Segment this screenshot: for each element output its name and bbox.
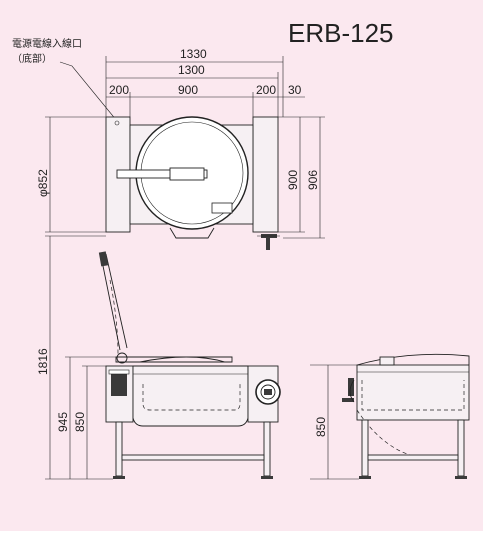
cable-entry-hole (114, 120, 120, 126)
side-left-foot (359, 476, 371, 479)
front-view: 1816 945 850 (36, 235, 281, 480)
lid-hinge (116, 352, 128, 364)
dim-rim-height: 850 (73, 412, 87, 432)
side-right-leg (457, 419, 465, 477)
dim-depth-total: 906 (306, 170, 320, 190)
dim-pan-width: 900 (178, 83, 198, 97)
dim-handle-offset: 30 (288, 83, 302, 97)
side-hinge (379, 356, 395, 366)
dim-pan-diameter: φ852 (36, 169, 50, 197)
lid-handle-knob (98, 251, 109, 267)
front-left-leg (115, 421, 123, 477)
hinge-block (211, 202, 233, 214)
side-tilt-crank (342, 378, 355, 403)
width-dimensions: 1330 1300 200 900 200 30 (105, 47, 305, 117)
control-panel-display (111, 374, 127, 396)
callout-leader-line (59, 61, 118, 122)
dim-body-width: 1300 (178, 63, 205, 77)
right-frame (252, 116, 279, 233)
side-left-leg (361, 419, 369, 477)
side-inner-outline (361, 380, 465, 411)
side-pan-lid (356, 353, 470, 366)
front-crossbar (121, 454, 265, 461)
tilt-wheel-hub (264, 389, 272, 395)
pan-body (132, 365, 249, 427)
side-right-foot (455, 476, 467, 479)
pan-inner-outline (142, 384, 241, 411)
raised-lid (98, 251, 128, 356)
pan-diameter-dimension: φ852 (36, 116, 106, 233)
dim-working-height: 945 (56, 412, 70, 432)
dim-left-frame: 200 (109, 83, 129, 97)
depth-dimensions: 900 906 (278, 116, 325, 239)
dim-right-frame: 200 (256, 83, 276, 97)
dim-total-height: 1816 (36, 348, 50, 375)
callout-label: 電源電線入線口 (12, 37, 82, 50)
side-pan-body (356, 364, 470, 421)
dim-total-width: 1330 (180, 47, 207, 61)
model-title: ERB-125 (288, 18, 394, 48)
dim-depth-body: 900 (286, 170, 300, 190)
side-view: 850 (310, 353, 470, 480)
tilt-arc (356, 409, 411, 456)
dim-side-rim-height: 850 (314, 417, 328, 437)
front-left-foot (113, 476, 125, 479)
front-right-foot (261, 476, 273, 479)
front-right-leg (263, 421, 271, 477)
lid-handle-grip (169, 167, 205, 181)
height-dimensions: 1816 945 850 (36, 235, 116, 480)
lid-handle-bar (116, 169, 208, 179)
pan-spout (169, 227, 215, 239)
top-view: 1330 1300 200 900 200 30 φ852 900 (36, 47, 325, 250)
tilt-handle-shaft (266, 238, 270, 250)
cable-entry-callout: 電源電線入線口 （底部） (12, 37, 118, 122)
callout-sublabel: （底部） (12, 52, 52, 65)
side-crossbar (367, 454, 459, 461)
